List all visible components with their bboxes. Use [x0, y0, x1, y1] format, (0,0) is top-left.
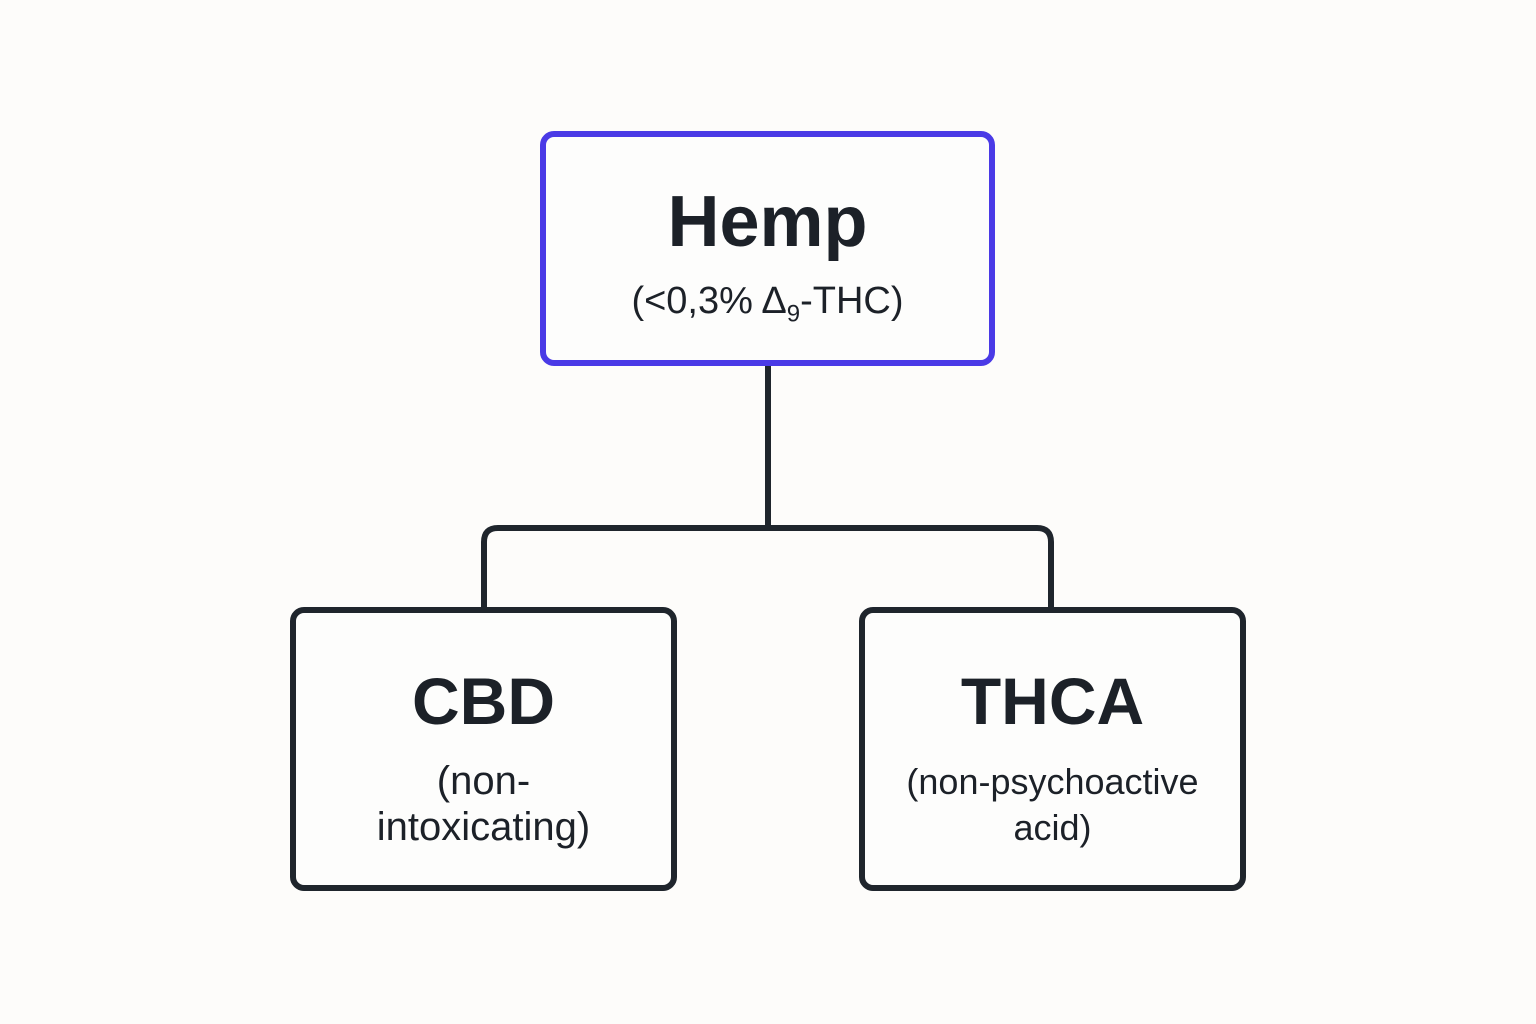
thca-subtitle-line2: acid): [1013, 807, 1092, 848]
hemp-title: Hemp: [667, 182, 868, 262]
cbd-title: CBD: [412, 664, 555, 738]
cbd-node: CBD (non- intoxicating): [290, 607, 677, 891]
hemp-node: Hemp (<0,3% Δ9-THC): [540, 131, 995, 366]
hemp-subtitle: (<0,3% Δ9-THC): [631, 280, 904, 328]
thca-title: THCA: [960, 664, 1145, 738]
cbd-subtitle-line2: intoxicating): [376, 805, 591, 849]
thca-node: THCA (non-psychoactive acid): [859, 607, 1246, 891]
thca-subtitle-line1: (non-psychoactive: [906, 761, 1199, 802]
cbd-subtitle-line1: (non-: [436, 759, 531, 803]
